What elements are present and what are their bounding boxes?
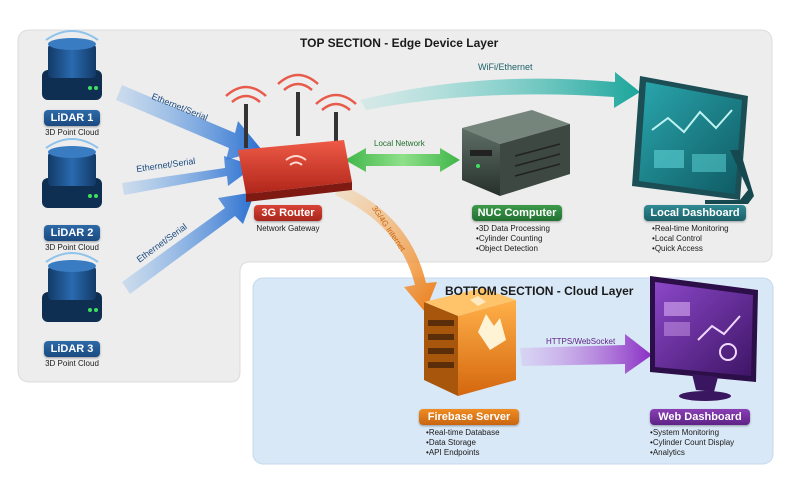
local-dashboard-bullet: Quick Access: [652, 244, 729, 254]
firebase-bullet: Real-time Database: [426, 428, 500, 438]
arrow-router-nuc: [345, 148, 460, 172]
firebase-server: [424, 288, 516, 396]
web-dashboard-bullet-list: System Monitoring Cylinder Count Display…: [650, 428, 734, 458]
nuc-bullet-list: 3D Data Processing Cylinder Counting Obj…: [476, 224, 550, 254]
web-dashboard-bullet: Analytics: [650, 448, 734, 458]
arrow-lidar1-router: [116, 85, 262, 160]
local-dashboard-label: Local Dashboard: [644, 205, 746, 221]
arrow-router-firebase: [335, 184, 437, 312]
lidar-device-1: [42, 30, 102, 100]
firebase-bullet: API Endpoints: [426, 448, 500, 458]
lidar-2-label: LiDAR 2: [44, 225, 100, 241]
nuc-bullet: Cylinder Counting: [476, 234, 550, 244]
bottom-section-title: BOTTOM SECTION - Cloud Layer: [445, 284, 634, 298]
top-section-panel: [17, 29, 773, 383]
lidar-device-3: [42, 252, 102, 322]
lidar-3-label: LiDAR 3: [44, 341, 100, 357]
arrow-lidar2-router: [122, 156, 255, 195]
firebase-label: Firebase Server: [419, 409, 519, 425]
nuc-bullet: 3D Data Processing: [476, 224, 550, 234]
local-dashboard-tablet: [632, 76, 754, 204]
arrow-firebase-webdashboard: [520, 334, 652, 374]
web-dashboard-bullet: Cylinder Count Display: [650, 438, 734, 448]
firebase-bullet: Data Storage: [426, 438, 500, 448]
connection-label-https: HTTPS/WebSocket: [546, 337, 616, 346]
router-subtitle: Network Gateway: [256, 224, 320, 233]
lidar-1-subtitle: 3D Point Cloud: [45, 128, 99, 137]
web-dashboard-monitor: [650, 276, 758, 401]
nuc-bullet: Object Detection: [476, 244, 550, 254]
local-dashboard-bullet: Real-time Monitoring: [652, 224, 729, 234]
connection-label-wifi: WiFi/Ethernet: [478, 62, 533, 72]
connection-label-local-network: Local Network: [374, 139, 425, 148]
firebase-bullet-list: Real-time Database Data Storage API Endp…: [426, 428, 500, 458]
web-dashboard-label: Web Dashboard: [650, 409, 750, 425]
local-dashboard-bullet: Local Control: [652, 234, 729, 244]
arrow-router-dashboard: [360, 72, 640, 110]
nuc-label: NUC Computer: [472, 205, 562, 221]
router-device: [225, 73, 357, 202]
local-dashboard-bullet-list: Real-time Monitoring Local Control Quick…: [652, 224, 729, 254]
top-section-title: TOP SECTION - Edge Device Layer: [300, 36, 499, 50]
router-label: 3G Router: [254, 205, 322, 221]
web-dashboard-bullet: System Monitoring: [650, 428, 734, 438]
nuc-device: [462, 110, 570, 196]
lidar-1-label: LiDAR 1: [44, 110, 100, 126]
lidar-device-2: [42, 138, 102, 208]
lidar-3-subtitle: 3D Point Cloud: [45, 359, 99, 368]
lidar-2-subtitle: 3D Point Cloud: [45, 243, 99, 252]
arrow-lidar3-router: [122, 192, 255, 294]
